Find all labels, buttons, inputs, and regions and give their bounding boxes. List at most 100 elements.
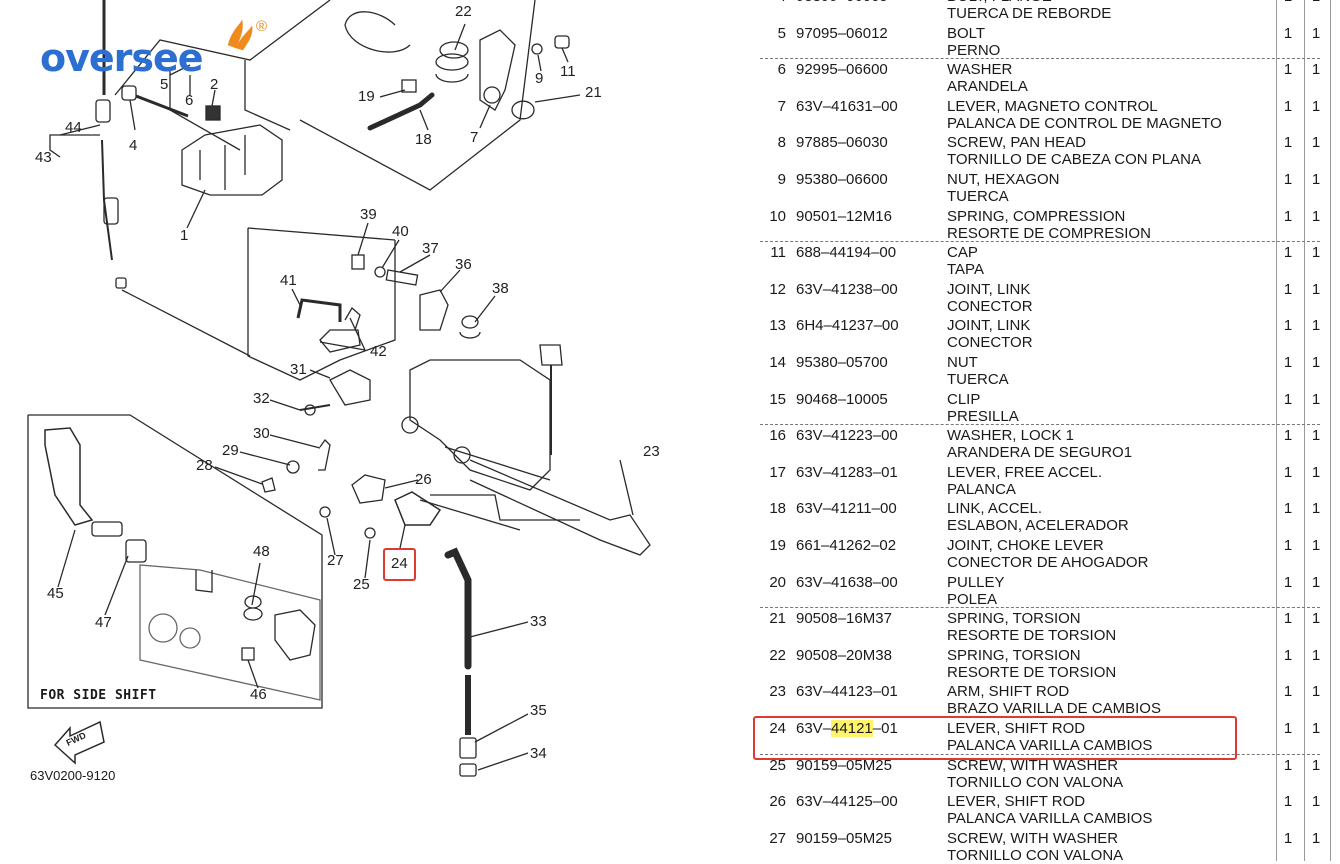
quantity: 1: [1311, 720, 1321, 737]
ref-number: 22: [769, 646, 786, 664]
diagram-drawing: [27, 0, 651, 777]
part-number: 63V–41283–01: [796, 463, 898, 481]
description-english: SPRING, COMPRESSION: [947, 207, 1126, 225]
quantity: 1: [1278, 0, 1298, 5]
row-24-highlight: [753, 716, 1237, 760]
quantity: 1: [1311, 317, 1321, 335]
ref-number: 17: [769, 463, 786, 481]
description-spanish: CONECTOR: [947, 297, 1033, 315]
description-english: NUT: [947, 354, 978, 371]
ref-number: 9: [777, 171, 786, 188]
part-description: BOLT, FLANGETUERCA DE REBORDE: [947, 0, 1111, 22]
quantity: 1: [1283, 317, 1293, 335]
ref-number: 13: [769, 317, 786, 335]
quantity: 1: [1283, 390, 1293, 408]
part-number-suffix: –01: [872, 720, 898, 737]
quantity: 1: [1311, 24, 1321, 42]
description-spanish: ARANDERA DE SEGURO1: [947, 444, 1133, 462]
description-english: LEVER, MAGNETO CONTROL: [947, 97, 1158, 115]
callout-11: 11: [560, 63, 576, 80]
quantity: 1: [1283, 537, 1293, 554]
callout-30: 30: [253, 425, 270, 442]
column-divider: [1304, 0, 1305, 861]
part-number: 661–41262–02: [796, 537, 897, 554]
quantity: 1: [1311, 244, 1321, 262]
description-english: BOLT, FLANGE: [947, 0, 1111, 5]
description-english: NUT, HEXAGON: [947, 171, 1060, 188]
column-divider: [1276, 0, 1277, 861]
quantity: 1: [1311, 61, 1321, 79]
part-number: 95899–06005: [796, 0, 888, 5]
exploded-diagram: oversee ® 43 44 5 2 6 4 1 22 19 18 7 9 1…: [27, 0, 660, 783]
registered-mark: ®: [256, 18, 268, 35]
callout-46: 46: [250, 686, 267, 703]
description-english: LEVER, FREE ACCEL.: [947, 463, 1103, 481]
part-number: 63V–41631–00: [796, 97, 898, 115]
quantity: 1: [1283, 683, 1293, 701]
part-description: LINK, ACCEL.ESLABON, ACELERADOR: [947, 500, 1129, 534]
description-spanish: PALANCA DE CONTROL DE MAGNETO: [947, 114, 1222, 132]
brand-logo: oversee: [40, 36, 204, 80]
callout-6: 6: [185, 92, 194, 109]
callout-37: 37: [422, 240, 439, 257]
description-english: PULLEY: [947, 573, 1005, 591]
quantity: 1: [1311, 646, 1321, 664]
description-spanish: ARANDELA: [947, 78, 1028, 96]
description-english: SPRING, TORSION: [947, 610, 1081, 628]
ref-number: 25: [769, 756, 786, 774]
part-number: 90501–12M16: [796, 207, 892, 225]
callout-4: 4: [129, 137, 138, 154]
callout-29: 29: [222, 442, 239, 459]
quantity: 1: [1311, 829, 1321, 847]
description-spanish: TUERCA: [947, 371, 1009, 388]
callout-42: 42: [370, 343, 387, 360]
quantity: 1: [1283, 207, 1293, 225]
quantity: 1: [1283, 97, 1293, 115]
callout-45: 45: [47, 585, 64, 602]
description-spanish: CONECTOR DE AHOGADOR: [947, 554, 1149, 571]
quantity: 1: [1311, 171, 1321, 188]
description-english: WASHER, LOCK 1: [947, 427, 1074, 445]
quantity: 1: [1283, 610, 1293, 628]
description-spanish: CONECTOR: [947, 334, 1033, 352]
description-spanish: RESORTE DE TORSION: [947, 627, 1117, 645]
part-number: 90508–16M37: [796, 610, 892, 628]
ref-number: 10: [769, 207, 786, 225]
part-number-prefix: 63V–: [796, 720, 832, 737]
description-english: ARM, SHIFT ROD: [947, 683, 1070, 701]
parts-list-table: 495899–06005BOLT, FLANGETUERCA DE REBORD…: [740, 0, 1340, 864]
ref-number: 19: [769, 537, 786, 554]
callout-5: 5: [160, 76, 169, 93]
description-spanish: RESORTE DE COMPRESION: [947, 224, 1151, 242]
description-english: JOINT, CHOKE LEVER: [947, 537, 1104, 554]
ref-number: 23: [769, 683, 786, 701]
description-spanish: TORNILLO DE CABEZA CON PLANA: [947, 151, 1201, 169]
part-number: 63V–44125–00: [796, 793, 898, 811]
description-spanish: TORNILLO CON VALONA: [947, 773, 1124, 791]
description-spanish: TUERCA DE REBORDE: [947, 5, 1112, 22]
ref-number: 11: [770, 244, 786, 262]
quantity: 1: [1311, 463, 1321, 481]
quantity: 1: [1283, 280, 1293, 298]
description-spanish: TUERCA: [947, 188, 1009, 205]
column-divider: [1330, 0, 1331, 861]
callout-7: 7: [470, 129, 479, 146]
ref-number: 8: [777, 134, 786, 152]
part-number-highlight: 44121: [831, 720, 873, 737]
